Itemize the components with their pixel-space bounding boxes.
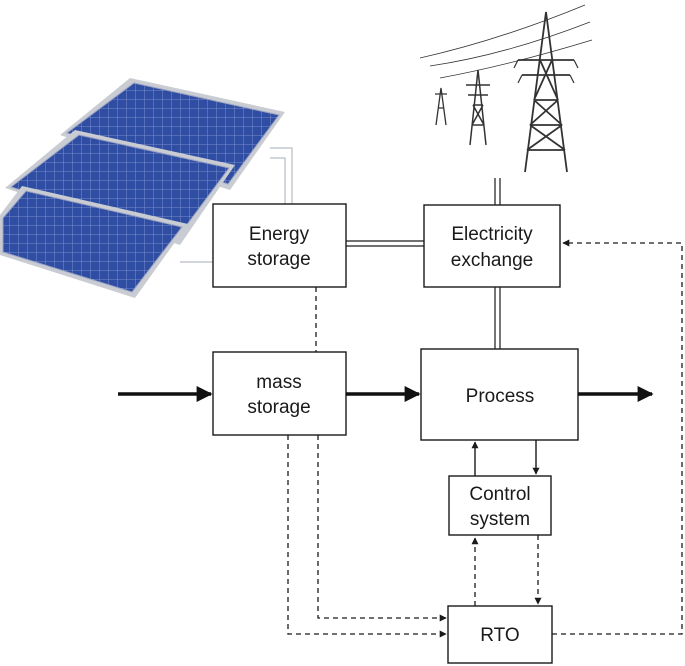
electricity-exchange-label-1: Electricity [451, 224, 533, 245]
control-system-label-1: Control [469, 484, 530, 505]
process-node: Process [420, 348, 579, 441]
grid-connection-lines [346, 178, 501, 349]
mass-storage-label-2: storage [247, 397, 310, 418]
control-system-node: Control system [448, 475, 552, 536]
rto-node: RTO [447, 605, 553, 664]
mass-to-rto-dashed-1 [317, 435, 447, 622]
control-system-label-2: system [470, 509, 530, 530]
electricity-exchange-label-2: exchange [451, 250, 533, 271]
rto-label: RTO [480, 625, 519, 646]
power-transmission-tower-icon [419, 4, 593, 173]
electricity-exchange-node: Electricity exchange [423, 204, 561, 288]
energy-storage-label-2: storage [247, 249, 310, 270]
solar-panel-array-icon [0, 78, 293, 298]
energy-storage-label-1: Energy [249, 224, 310, 245]
mass-storage-node: mass storage [212, 351, 347, 436]
mass-storage-label-1: mass [256, 372, 301, 393]
energy-storage-node: Energy storage [212, 203, 347, 288]
mass-to-rto-dashed-2 [287, 435, 447, 638]
rto-to-exchange-dashed [552, 239, 683, 635]
process-label: Process [466, 386, 535, 407]
